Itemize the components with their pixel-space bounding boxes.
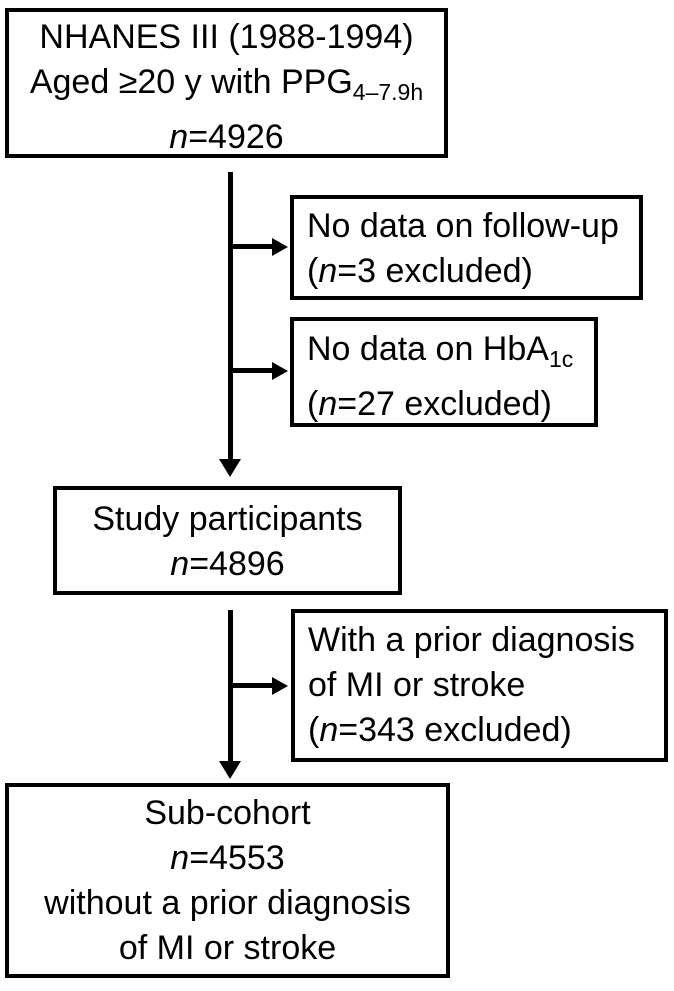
flow-box-excluded-no-hba1c: No data on HbA1c (n=27 excluded) [290, 317, 598, 427]
italic-n-segment: n [169, 118, 189, 156]
text-segment: without a prior diagnosis [44, 884, 411, 922]
flow-box-line: Sub-cohort [9, 791, 446, 836]
flow-box-line: n=4926 [9, 115, 444, 160]
flow-box-line: No data on follow-up [307, 204, 631, 249]
italic-n-segment: n [318, 385, 338, 423]
flow-box-line: n=4553 [9, 836, 446, 881]
italic-n-segment: n [319, 711, 339, 749]
branch-line-excluded-prior-diagnosis [230, 683, 273, 688]
flow-box-excluded-prior-diagnosis: With a prior diagnosis of MI or stroke (… [291, 609, 668, 762]
text-segment: NHANES III (1988-1994) [39, 18, 414, 56]
flow-box-line: Aged ≥20 y with PPG4–7.9h [9, 60, 444, 115]
flow-box-line: NHANES III (1988-1994) [9, 15, 444, 60]
arrow-right-icon [272, 238, 288, 256]
flow-box-line: without a prior diagnosis [9, 881, 446, 926]
flow-box-line: With a prior diagnosis [308, 618, 658, 663]
text-segment: No data on follow-up [307, 207, 619, 245]
flow-box-study-participants: Study participants n=4896 [53, 486, 402, 595]
flow-box-line: Study participants [57, 497, 398, 542]
arrow-right-icon [272, 362, 288, 380]
flow-box-line: of MI or stroke [308, 663, 658, 708]
text-segment: =4896 [189, 545, 285, 583]
arrow-down-icon [219, 459, 241, 477]
flow-box-line: (n=3 excluded) [307, 249, 631, 294]
flow-box-excluded-no-followup: No data on follow-up (n=3 excluded) [290, 195, 643, 300]
text-segment: of MI or stroke [308, 666, 526, 704]
flow-box-line: (n=343 excluded) [308, 708, 658, 753]
text-segment: With a prior diagnosis [308, 621, 635, 659]
text-segment: =343 excluded) [338, 711, 572, 749]
branch-line-excluded-followup [230, 244, 273, 249]
text-segment: ( [307, 385, 319, 423]
text-segment: ( [308, 711, 320, 749]
subscript-segment: 1c [548, 346, 574, 372]
branch-line-excluded-hba1c [230, 368, 273, 373]
text-segment: of MI or stroke [118, 929, 337, 967]
text-segment: =27 excluded) [337, 385, 552, 423]
text-segment: Sub-cohort [144, 794, 311, 832]
flow-box-line: n=4896 [57, 542, 398, 587]
text-segment: =4553 [189, 839, 285, 877]
italic-n-segment: n [170, 545, 190, 583]
italic-n-segment: n [170, 839, 190, 877]
arrow-down-icon [219, 761, 241, 779]
subscript-segment: 4–7.9h [352, 79, 424, 105]
flow-box-line: (n=27 excluded) [307, 382, 586, 427]
text-segment: =4926 [188, 118, 284, 156]
italic-n-segment: n [318, 252, 338, 290]
flow-box-line: No data on HbA1c [307, 327, 586, 382]
arrow-line-source-to-participants [228, 172, 233, 459]
text-segment: No data on HbA [307, 330, 549, 368]
flow-box-subcohort: Sub-cohort n=4553 without a prior diagno… [5, 783, 450, 978]
text-segment: Aged ≥20 y with PPG [29, 63, 353, 101]
flow-box-source-population: NHANES III (1988-1994) Aged ≥20 y with P… [5, 8, 448, 158]
arrow-right-icon [272, 677, 288, 695]
flow-box-line: of MI or stroke [9, 926, 446, 971]
text-segment: Study participants [92, 500, 363, 538]
text-segment: =3 excluded) [337, 252, 533, 290]
text-segment: ( [307, 252, 319, 290]
